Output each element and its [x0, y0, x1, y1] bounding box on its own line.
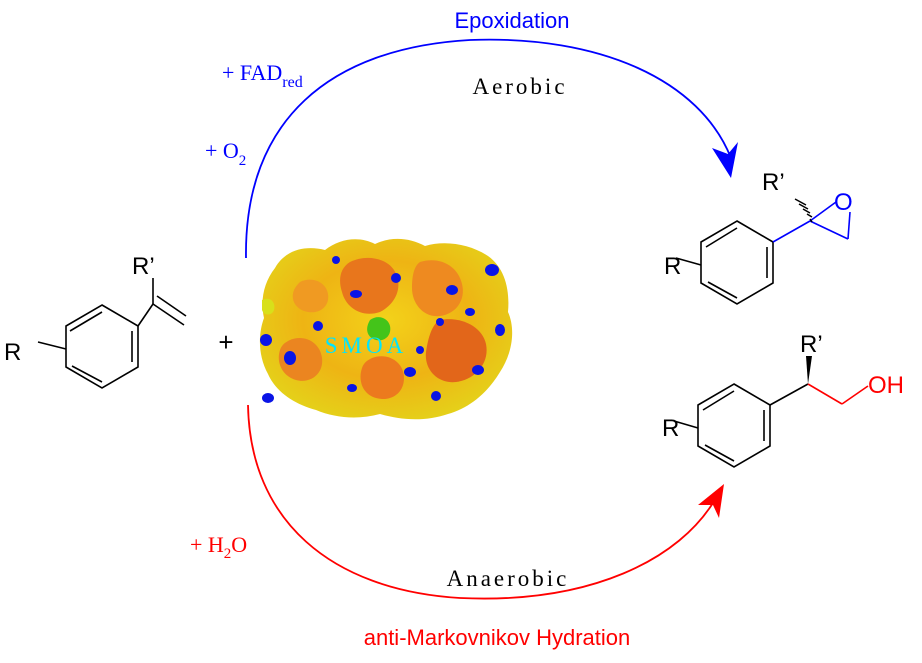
hydration-arrowhead	[698, 484, 724, 518]
styrene-alkene-bond	[152, 303, 185, 326]
blue-spot	[262, 393, 274, 403]
protein-orange-patch-6	[292, 279, 329, 313]
h2o-subscript: 2	[224, 546, 232, 562]
blue-spot	[260, 334, 272, 346]
styrene-r-bond	[37, 341, 67, 350]
protein-orange-patch-2	[412, 260, 463, 317]
epoxide-ring-benzene	[700, 220, 774, 305]
epoxide-r-prime: R’	[762, 169, 785, 196]
hydration-label: anti-Markovnikov Hydration	[364, 625, 631, 650]
epoxide-hashed-wedge	[794, 198, 813, 223]
hydration-arrow	[247, 404, 724, 600]
h2o-suffix: O	[231, 532, 247, 557]
blue-spot	[472, 365, 484, 375]
blue-spot	[350, 290, 362, 298]
alcohol-r: R	[662, 415, 679, 442]
protein-orange-patch-1	[340, 257, 399, 314]
styrene-substrate	[37, 278, 187, 389]
protein-blue-spots	[260, 256, 505, 403]
styrene-ring-double-bond-1	[69, 311, 103, 332]
alcohol-c-oh-bond	[841, 385, 869, 405]
protein-yellow-edge	[262, 298, 275, 315]
epoxide-oxygen: O	[834, 189, 853, 216]
enzyme-label: SMOA	[325, 333, 407, 358]
blue-spot	[284, 351, 296, 365]
h2o-label: + H2O	[190, 532, 247, 562]
protein-orange-patch-4	[278, 338, 323, 381]
epoxidation-arrow	[245, 38, 738, 259]
epoxide-ch2-bond	[809, 220, 849, 240]
aerobic-label: Aerobic	[472, 74, 567, 99]
plus-sign: +	[218, 327, 233, 357]
blue-spot	[431, 391, 441, 401]
epoxide-product: R R’ O	[664, 169, 853, 305]
epoxide-c-o-bond	[809, 201, 837, 222]
blue-spot	[391, 273, 401, 283]
fad-subscript: red	[282, 74, 302, 91]
blue-spot	[332, 256, 340, 264]
styrene-ring	[65, 304, 139, 389]
epoxidation-arc	[245, 38, 732, 259]
alcohol-wedge	[806, 356, 812, 384]
epoxide-o-ch2-bond	[847, 211, 851, 240]
epoxidation-label: Epoxidation	[455, 8, 570, 33]
alcohol-aryl-bond	[769, 383, 809, 406]
protein-green-site	[367, 317, 391, 341]
epoxide-aryl-bond	[772, 220, 811, 243]
o2-label: + O2	[205, 138, 246, 169]
epoxide-r-bond	[675, 257, 702, 266]
blue-spot	[465, 308, 475, 316]
smoa-enzyme: SMOA	[259, 238, 513, 420]
styrene-r-prime: R’	[132, 253, 155, 280]
blue-spot	[446, 285, 458, 295]
alcohol-r-bond	[673, 420, 699, 429]
alcohol-product: R R’ OH	[662, 331, 904, 468]
blue-spot	[313, 321, 323, 331]
blue-spot	[404, 367, 416, 377]
alcohol-hydroxyl: OH	[868, 372, 904, 399]
o2-subscript: 2	[239, 153, 247, 169]
styrene-r: R	[4, 339, 21, 366]
alcohol-ch2-bond	[807, 383, 843, 405]
o2-main: + O	[205, 138, 239, 163]
alcohol-ring-benzene	[697, 383, 771, 468]
epoxide-r: R	[664, 253, 681, 280]
epoxide-benzene-double-1	[705, 227, 738, 248]
styrene-alkene-double	[156, 295, 187, 317]
anaerobic-label: Anaerobic	[447, 566, 570, 591]
alcohol-benzene-double-1	[702, 390, 735, 411]
hydration-arc	[247, 404, 717, 600]
protein-orange-patch-3	[425, 319, 487, 383]
fad-label: + FADred	[222, 60, 303, 91]
styrene-vinyl-bond	[137, 303, 154, 327]
blue-spot	[495, 324, 505, 336]
fad-main: + FAD	[222, 60, 282, 85]
blue-spot	[485, 264, 499, 276]
blue-spot	[347, 384, 357, 392]
blue-spot	[416, 346, 424, 354]
styrene-ring-double-bond-3	[71, 365, 103, 383]
alcohol-r-prime: R’	[800, 331, 823, 358]
epoxide-benzene-double-3	[707, 281, 738, 299]
blue-spot	[436, 318, 444, 326]
epoxidation-arrowhead	[712, 142, 738, 178]
alcohol-benzene-double-3	[704, 444, 735, 462]
h2o-main: + H	[190, 532, 224, 557]
protein-orange-patch-5	[360, 356, 404, 400]
